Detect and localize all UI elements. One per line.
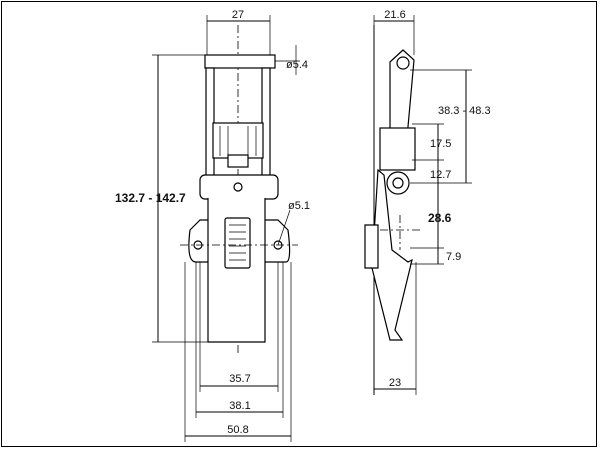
dim-side-offset-3: 28.6 — [428, 211, 452, 225]
side-view: 21.6 38.3 - 48.3 17.5 12.7 28.6 7.9 23 — [364, 9, 491, 395]
front-view: 27 ø5.4 132.7 - 142.7 ø5.1 35.7 38.1 50.… — [115, 9, 310, 442]
dim-front-hole-mount: ø5.1 — [288, 200, 310, 212]
side-hook-hole — [396, 56, 410, 70]
top-loop — [204, 54, 276, 69]
side-base — [364, 224, 379, 269]
pivot-hole — [233, 182, 243, 192]
dim-front-bottom-outer: 50.8 — [227, 424, 248, 436]
side-lever — [371, 168, 413, 341]
lever — [207, 198, 266, 343]
spring-block — [212, 122, 264, 159]
lever-grip — [224, 217, 251, 269]
dim-side-top-width: 21.6 — [384, 9, 405, 21]
dim-side-offset-4: 7.9 — [446, 251, 461, 263]
dim-front-bottom-inner: 35.7 — [229, 373, 250, 385]
dim-side-offset-1: 17.5 — [430, 138, 451, 150]
dim-front-hole-top: ø5.4 — [286, 59, 308, 71]
dim-side-range-upper: 38.3 - 48.3 — [438, 105, 491, 117]
dim-side-offset-2: 12.7 — [430, 169, 451, 181]
dim-side-bottom-width: 23 — [389, 377, 401, 389]
dim-front-overall-height: 132.7 - 142.7 — [115, 191, 186, 205]
dim-front-top-width: 27 — [232, 9, 244, 21]
side-spring — [379, 127, 416, 171]
dim-front-bottom-mid: 38.1 — [229, 400, 250, 412]
